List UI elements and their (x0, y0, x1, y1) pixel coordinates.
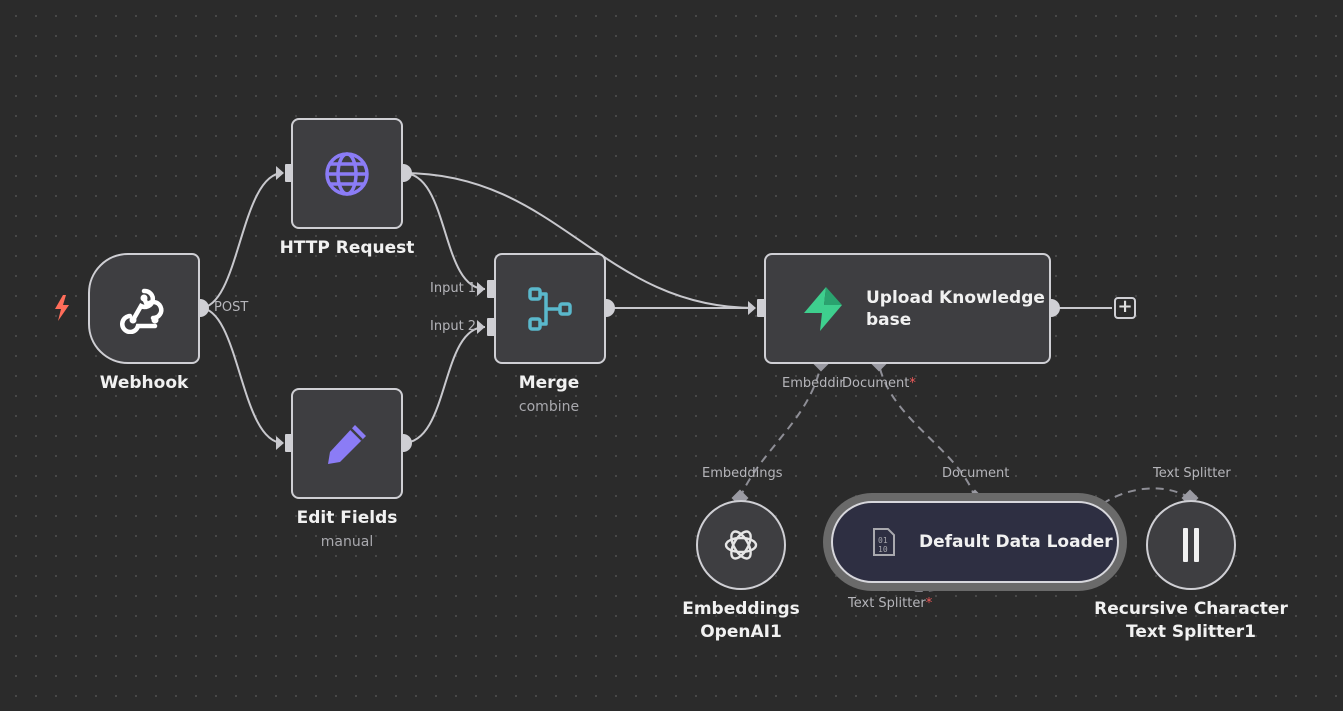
merge-input2-label: Input 2 (430, 319, 477, 334)
default-data-loader-node[interactable]: 01 10 Default Data Loader (831, 501, 1119, 583)
edge-editfields-merge-input2 (402, 326, 486, 444)
http-request-node[interactable] (291, 118, 403, 229)
loader-textsplitter-port-label: Text Splitter* (848, 596, 933, 611)
loader-document-port-label: Document (942, 466, 1010, 481)
edit-fields-node[interactable] (291, 388, 403, 499)
splitter-port-label: Text Splitter (1153, 466, 1231, 481)
webhook-title: Webhook (99, 373, 189, 393)
upload-embedding-port-label: Embeddir (782, 376, 845, 391)
trigger-bolt-icon (55, 295, 69, 321)
webhook-node[interactable] (88, 253, 200, 364)
text-splitter-node[interactable] (1146, 500, 1236, 590)
edge-http-merge-input1 (402, 172, 486, 290)
upload-document-port-label: Document* (842, 376, 916, 391)
split-bars-icon (1183, 528, 1199, 562)
merge-subtitle: combine (518, 399, 580, 415)
pencil-icon (328, 424, 366, 464)
splitter-title-line2: Text Splitter1 (1126, 622, 1256, 642)
svg-text:01: 01 (878, 536, 888, 545)
upload-title-line1: Upload Knowledge (866, 287, 1045, 308)
merge-icon (528, 286, 572, 331)
edge-webhook-http (199, 172, 284, 309)
svg-text:10: 10 (878, 545, 888, 554)
merge-node[interactable] (494, 253, 606, 364)
edge-loader-textsplitter-port (887, 582, 956, 592)
embeddings-title-line1: Embeddings (682, 599, 800, 619)
webhook-output-label: POST (214, 300, 249, 315)
embeddings-openai-node[interactable] (696, 500, 786, 590)
supabase-icon (804, 286, 842, 331)
binary-file-icon: 01 10 (873, 528, 895, 556)
add-node-button[interactable]: + (1114, 297, 1136, 319)
edit-fields-title: Edit Fields (296, 508, 398, 528)
edge-loader-upload (878, 363, 976, 499)
upload-title-line2: base (866, 309, 912, 330)
edge-http-upload (402, 172, 756, 309)
embeddings-title-line2: OpenAI1 (700, 622, 782, 642)
splitter-title-line1: Recursive Character (1094, 599, 1288, 619)
webhook-icon (120, 288, 164, 334)
merge-title: Merge (518, 373, 580, 393)
upload-knowledge-node[interactable]: Upload Knowledge base (764, 253, 1051, 364)
globe-icon (325, 151, 369, 196)
http-request-title: HTTP Request (279, 238, 415, 258)
openai-icon (724, 530, 758, 560)
edit-fields-subtitle: manual (320, 534, 374, 550)
edge-webhook-editfields (199, 307, 284, 444)
loader-title: Default Data Loader (919, 532, 1113, 552)
edge-splitter-loader (1099, 487, 1191, 507)
merge-input1-label: Input 1 (430, 281, 477, 296)
embeddings-port-label: Embeddings (702, 466, 783, 481)
edge-embeddings-upload (739, 363, 822, 499)
